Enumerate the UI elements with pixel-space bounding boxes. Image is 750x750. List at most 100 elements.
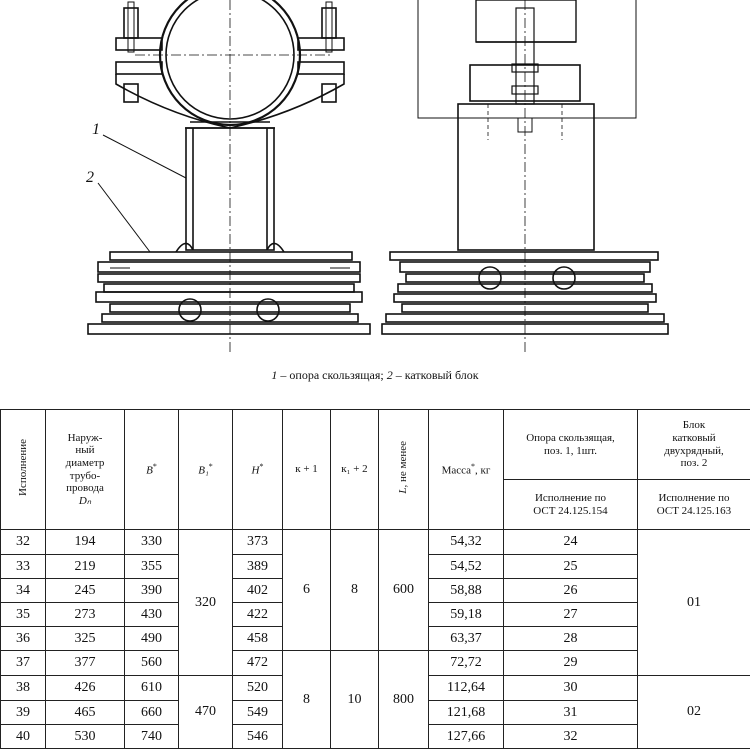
callout-2-label: 2 [86, 169, 94, 186]
caption-text-2: – катковый блок [392, 368, 479, 382]
cell-dn: 245 [45, 578, 125, 603]
figure-caption: 1 – опора скользящая; 2 – катковый блок [0, 368, 750, 383]
cell-isp: 35 [0, 602, 46, 627]
side-post [457, 103, 595, 251]
cell-b: 660 [124, 700, 179, 725]
cell-L-group1: 600 [378, 529, 429, 651]
cell-dn: 530 [45, 724, 125, 749]
header-opora-sub: Исполнение по ОСТ 24.125.154 [503, 479, 638, 530]
cell-h: 458 [232, 626, 283, 651]
header-block-sub: Исполнение по ОСТ 24.125.163 [637, 479, 750, 530]
cell-mass: 112,64 [428, 675, 504, 701]
cell-opora: 26 [503, 578, 638, 603]
header-diameter: Наруж- ный диаметр трубо- провода Dₙ [45, 409, 125, 530]
cell-isp: 39 [0, 700, 46, 725]
cell-isp: 36 [0, 626, 46, 651]
cell-h: 422 [232, 602, 283, 627]
caption-num-1: 1 [271, 368, 278, 382]
cell-b: 740 [124, 724, 179, 749]
cell-b: 610 [124, 675, 179, 701]
header-k1: к + 1 [282, 409, 331, 530]
cell-k2-group2: 10 [330, 650, 379, 749]
cell-mass: 63,37 [428, 626, 504, 651]
cell-h: 520 [232, 675, 283, 701]
cell-dn: 325 [45, 626, 125, 651]
pipe-section [158, 0, 302, 127]
cell-k1-group2: 8 [282, 650, 331, 749]
cell-mass: 58,88 [428, 578, 504, 603]
cell-opora: 27 [503, 602, 638, 627]
cell-isp: 34 [0, 578, 46, 603]
cell-b1-group2: 470 [178, 675, 233, 749]
cell-mass: 54,32 [428, 529, 504, 555]
cell-b: 430 [124, 602, 179, 627]
header-block: Блок катковый двухрядный, поз. 2 [637, 409, 750, 480]
caption-text-1: – опора скользящая; [277, 368, 387, 382]
sliding-support-post [175, 127, 285, 253]
cell-h: 389 [232, 554, 283, 579]
header-mass: Масса*, кг [428, 409, 504, 530]
callout-1-label: 1 [92, 121, 100, 138]
header-B1: B₁* [178, 409, 233, 530]
header-opora: Опора скользящая, поз. 1, 1шт. [503, 409, 638, 480]
cell-opora: 24 [503, 529, 638, 555]
cell-k1-group1: 6 [282, 529, 331, 651]
cell-dn: 465 [45, 700, 125, 725]
cell-mass: 54,52 [428, 554, 504, 579]
cell-mass: 72,72 [428, 650, 504, 676]
cell-opora: 25 [503, 554, 638, 579]
cell-dn: 194 [45, 529, 125, 555]
cell-dn: 219 [45, 554, 125, 579]
cell-h: 546 [232, 724, 283, 749]
upper-clamp [115, 1, 345, 53]
table-row: 32 194 330 320 373 6 8 600 54,32 24 01 [0, 529, 750, 676]
cell-k2-group1: 8 [330, 529, 379, 651]
cell-mass: 59,18 [428, 602, 504, 627]
table-row: 33 219 355 389 54,52 25 [0, 554, 750, 579]
cell-b: 560 [124, 650, 179, 676]
support-drawing: 1 2 [86, 0, 669, 355]
cell-b: 390 [124, 578, 179, 603]
cell-opora: 29 [503, 650, 638, 676]
cell-b: 330 [124, 529, 179, 555]
cell-block-group2: 02 [637, 675, 750, 749]
header-B: B* [124, 409, 179, 530]
cell-opora: 32 [503, 724, 638, 749]
cell-dn: 273 [45, 602, 125, 627]
spec-table: Исполнение Наруж- ный диаметр трубо- про… [0, 409, 750, 749]
header-ispolnenie: Исполнение [0, 409, 46, 530]
header-L: L, не менее [378, 409, 429, 530]
cell-b1-group1: 320 [178, 529, 233, 676]
table-row: 36 325 490 458 63,37 28 [0, 626, 750, 651]
cell-opora: 28 [503, 626, 638, 651]
cell-isp: 38 [0, 675, 46, 701]
cell-mass: 127,66 [428, 724, 504, 749]
cell-b: 355 [124, 554, 179, 579]
cell-opora: 31 [503, 700, 638, 725]
base-plate [109, 251, 353, 261]
cell-b: 490 [124, 626, 179, 651]
cell-isp: 32 [0, 529, 46, 555]
side-view [381, 0, 669, 355]
table-row: 35 273 430 422 59,18 27 [0, 602, 750, 627]
callout-leaders [97, 134, 187, 253]
header-k2: к₁ + 2 [330, 409, 379, 530]
cell-isp: 37 [0, 650, 46, 676]
cell-isp: 33 [0, 554, 46, 579]
header-H: H* [232, 409, 283, 530]
front-view: 1 2 [86, 0, 371, 355]
table-row: 37 377 560 472 8 10 800 72,72 29 [0, 650, 750, 749]
cell-h: 472 [232, 650, 283, 676]
cell-h: 549 [232, 700, 283, 725]
table-row: 39 465 660 549 121,68 31 [0, 700, 750, 725]
cell-L-group2: 800 [378, 650, 429, 749]
caption-num-2: 2 [386, 368, 393, 382]
cell-opora: 30 [503, 675, 638, 701]
cell-mass: 121,68 [428, 700, 504, 725]
cell-h: 373 [232, 529, 283, 555]
cell-dn: 377 [45, 650, 125, 676]
cell-h: 402 [232, 578, 283, 603]
cell-block-group1: 01 [637, 529, 750, 676]
table-row: 40 530 740 546 127,66 32 [0, 724, 750, 749]
roller-block [87, 261, 371, 335]
